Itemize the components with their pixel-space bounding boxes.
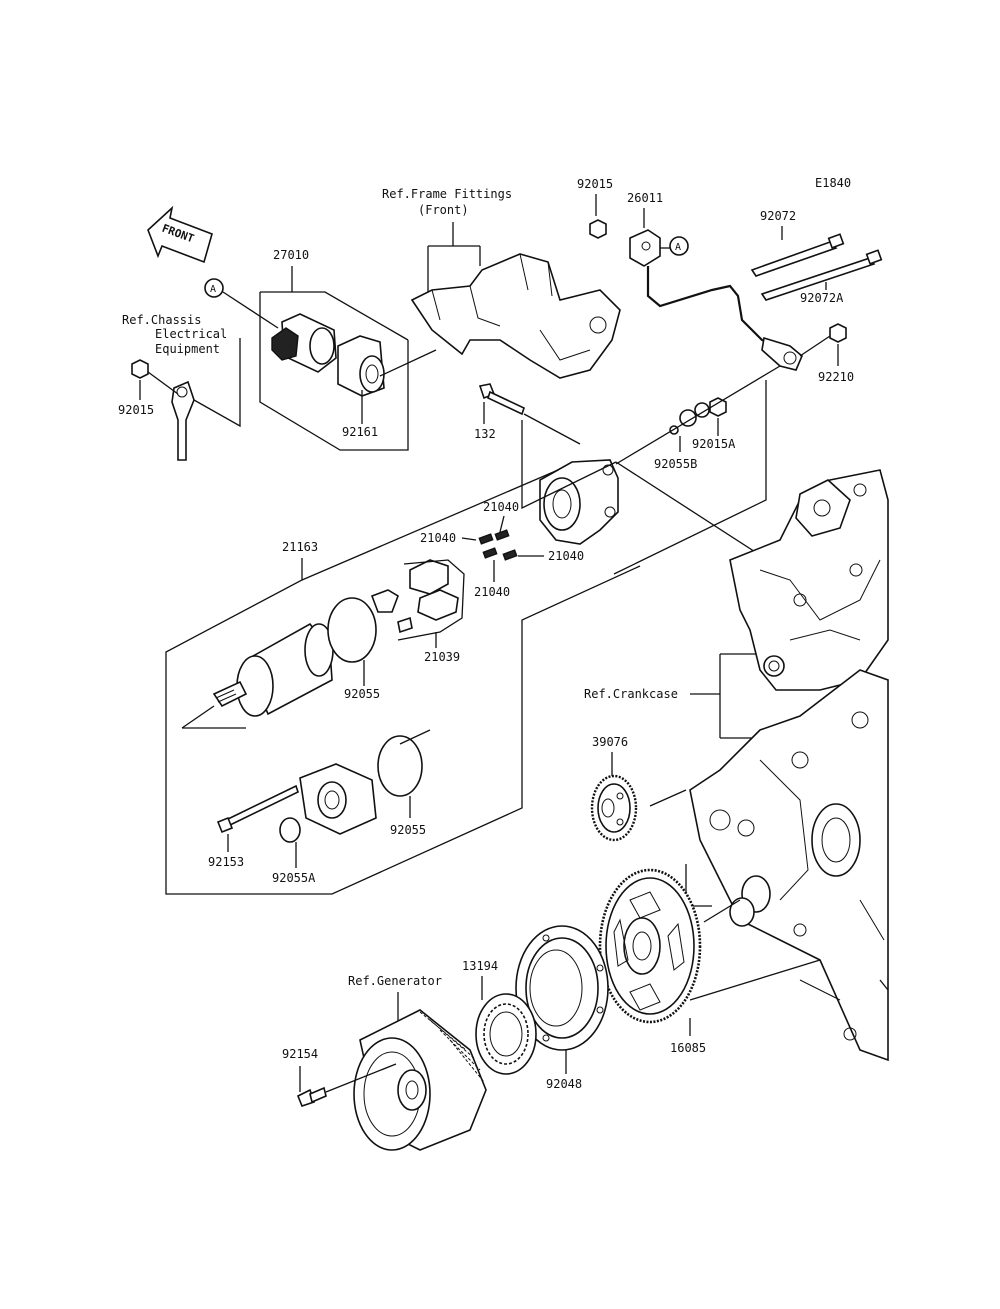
part-label-16085: 16085 (670, 1041, 706, 1055)
cable-terminal-left (171, 380, 195, 461)
washer-left (679, 409, 697, 427)
connector-marker-a-right (669, 236, 689, 256)
nut-92210 (829, 323, 847, 343)
connector-marker-a-left (204, 278, 224, 298)
crankcase-upper (729, 469, 889, 691)
idler-gear-39076 (590, 774, 638, 842)
part-label-92015-left: 92015 (118, 403, 154, 417)
ref-generator-label: Ref.Generator (348, 974, 442, 988)
bolt-92154 (296, 1086, 327, 1107)
part-label-21040-b: 21040 (420, 531, 456, 545)
cable-tie-92072A (760, 249, 883, 301)
cable-tie-92072 (750, 233, 845, 277)
long-bolt-92153 (216, 784, 299, 834)
part-label-92153: 92153 (208, 855, 244, 869)
part-label-92015A: 92015A (692, 437, 736, 451)
brush-a (478, 533, 494, 545)
o-ring-92055-lower (377, 735, 423, 797)
part-label-132: 132 (474, 427, 496, 441)
ref-frame-fittings-sub: (Front) (418, 203, 469, 217)
part-label-39076: 39076 (592, 735, 628, 749)
nut-92015-left (131, 359, 149, 379)
crankcase-lower (689, 669, 889, 1062)
boot-92161 (337, 335, 385, 397)
part-label-92015-top: 92015 (577, 177, 613, 191)
brush-holder-21039 (370, 559, 459, 634)
nut-92015a (709, 397, 727, 417)
ref-chassis-sub2: Equipment (155, 342, 220, 356)
terminal-26011 (629, 229, 661, 267)
bolt-132 (478, 383, 525, 416)
part-label-92055-a: 92055 (344, 687, 380, 701)
part-label-92161: 92161 (342, 425, 378, 439)
part-label-92055A: 92055A (272, 871, 316, 885)
part-label-26011: 26011 (627, 191, 663, 205)
ref-chassis-label: Ref.Chassis (122, 313, 201, 327)
nut-92015-top (589, 219, 607, 239)
washer-mid (694, 402, 710, 418)
part-label-92154: 92154 (282, 1047, 318, 1061)
starter-end-bracket (539, 459, 619, 545)
part-label-92072: 92072 (760, 209, 796, 223)
o-ring-92055-upper (327, 597, 377, 663)
frame-bracket (410, 253, 621, 379)
diagram-code: E1840 (815, 176, 851, 190)
part-label-21163: 21163 (282, 540, 318, 554)
part-label-21040-a: 21040 (483, 500, 519, 514)
part-label-13194: 13194 (462, 959, 498, 973)
part-label-21040-d: 21040 (474, 585, 510, 599)
svg-text:A: A (210, 284, 216, 295)
ref-frame-fittings-label: Ref.Frame Fittings (382, 187, 512, 201)
part-label-92055B: 92055B (654, 457, 697, 471)
part-label-21040-c: 21040 (548, 549, 584, 563)
clutch-housing-92048 (515, 925, 609, 1051)
part-label-92072A: 92072A (800, 291, 844, 305)
starter-cable (646, 266, 787, 352)
generator-rotor (353, 1009, 487, 1151)
ref-chassis-sub1: Electrical (155, 327, 227, 341)
one-way-clutch-13194 (475, 993, 537, 1075)
front-arrow-icon: FRONT (147, 205, 213, 264)
part-label-92055-b: 92055 (390, 823, 426, 837)
part-label-21039: 21039 (424, 650, 460, 664)
svg-text:A: A (675, 242, 681, 253)
part-label-92048: 92048 (546, 1077, 582, 1091)
brush-d (502, 549, 518, 561)
solenoid-27010 (271, 313, 337, 373)
o-ring-92055a (279, 817, 301, 843)
brush-c (482, 547, 498, 559)
part-label-92210: 92210 (818, 370, 854, 384)
starter-gear-16085 (598, 868, 702, 1024)
part-label-27010: 27010 (273, 248, 309, 262)
starter-motor-body (212, 622, 334, 717)
ref-crankcase-label: Ref.Crankcase (584, 687, 678, 701)
brush-b (494, 529, 510, 541)
starter-front-cover (299, 763, 377, 835)
